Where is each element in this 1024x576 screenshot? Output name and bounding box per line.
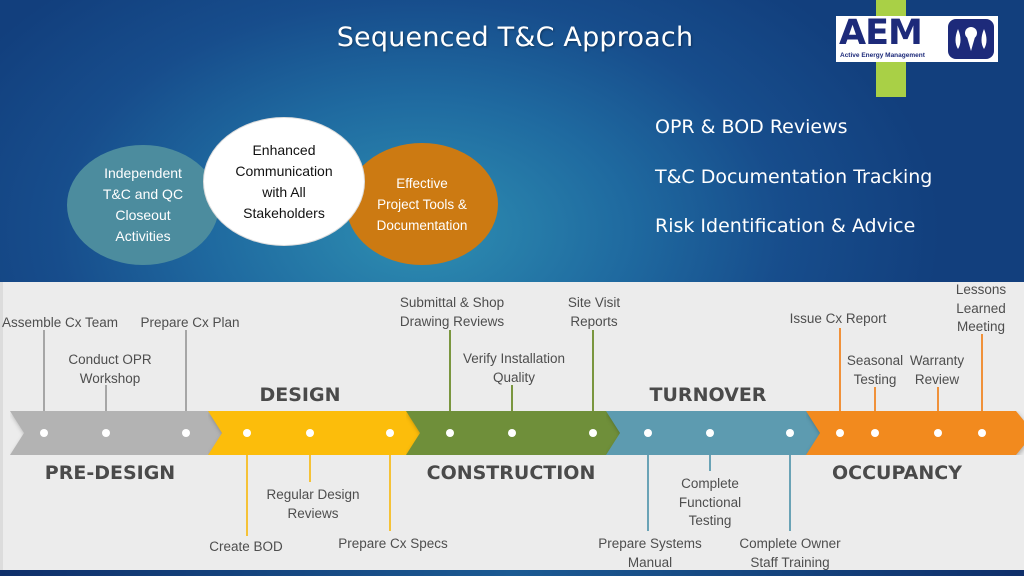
circle-label: Independent T&C and QC Closeout Activiti…: [102, 165, 184, 244]
energy-drops-icon: [948, 19, 994, 59]
milestone-connector: [937, 387, 939, 411]
milestone-connector: [449, 330, 451, 411]
milestone-dot: [786, 429, 794, 437]
milestone-connector: [592, 330, 594, 411]
circle-label: Effective Project Tools & Documentation: [376, 175, 468, 233]
phase-label: DESIGN: [259, 384, 341, 406]
milestone-label: Create BOD: [209, 539, 283, 554]
service-item: OPR & BOD Reviews: [655, 116, 848, 138]
milestone-connector: [789, 455, 791, 531]
milestone-connector: [246, 455, 248, 536]
milestone-label: Complete Owner Staff Training: [739, 536, 841, 570]
service-item: Risk Identification & Advice: [655, 215, 916, 237]
milestone-dot: [182, 429, 190, 437]
circle-communication: Enhanced Communication with All Stakehol…: [203, 117, 365, 246]
milestone-label: Seasonal Testing: [846, 353, 904, 387]
milestone-label: Verify Installation Quality: [462, 351, 566, 385]
milestone-dot: [386, 429, 394, 437]
phase-label: TURNOVER: [649, 384, 767, 406]
milestone-connector: [43, 330, 45, 411]
milestone-connector: [647, 455, 649, 531]
milestone-label: Prepare Cx Specs: [338, 536, 448, 551]
phase-arrow-pre-design: [10, 411, 238, 455]
milestone-connector: [389, 455, 391, 531]
milestone-label: Complete Functional Testing: [678, 476, 742, 528]
milestone-dot: [102, 429, 110, 437]
milestone-connector: [874, 387, 876, 411]
milestone-label: Warranty Review: [909, 353, 965, 387]
logo: AEM Active Energy Management: [836, 13, 998, 62]
service-item: T&C Documentation Tracking: [655, 165, 933, 188]
footer-bar: [0, 570, 1024, 576]
milestone-label: Regular Design Reviews: [266, 487, 360, 521]
milestone-dot: [40, 429, 48, 437]
milestone-dot: [644, 429, 652, 437]
phase-arrow-occupancy: [806, 411, 1024, 455]
milestone-connector: [105, 385, 107, 411]
phase-label: OCCUPANCY: [832, 462, 962, 484]
milestone-dot: [589, 429, 597, 437]
logo-subtitle: Active Energy Management: [840, 52, 925, 59]
milestone-label: Prepare Systems Manual: [598, 536, 702, 570]
milestone-dot: [871, 429, 879, 437]
milestone-label: Prepare Cx Plan: [140, 315, 240, 330]
milestone-label: Conduct OPR Workshop: [68, 352, 152, 386]
milestone-connector: [309, 455, 311, 482]
phase-label: CONSTRUCTION: [426, 462, 596, 484]
phase-arrow-turnover: [606, 411, 836, 455]
milestone-connector: [709, 455, 711, 471]
milestone-label: Submittal & Shop Drawing Reviews: [399, 295, 505, 329]
milestone-label: Site Visit Reports: [567, 295, 621, 329]
milestone-label: Lessons Learned Meeting: [955, 282, 1007, 334]
milestone-dot: [508, 429, 516, 437]
milestone-connector: [511, 385, 513, 411]
service-list: OPR & BOD Reviews T&C Documentation Trac…: [655, 116, 932, 265]
circle-label: Enhanced Communication with All Stakehol…: [235, 141, 333, 221]
milestone-dot: [978, 429, 986, 437]
milestone-dot: [706, 429, 714, 437]
milestone-dot: [934, 429, 942, 437]
phase-label: PRE-DESIGN: [44, 462, 176, 484]
milestone-dot: [306, 429, 314, 437]
milestone-connector: [839, 328, 841, 411]
milestone-dot: [836, 429, 844, 437]
milestone-dot: [243, 429, 251, 437]
page-title: Sequenced T&C Approach: [336, 22, 694, 53]
phase-arrow-construction: [406, 411, 636, 455]
circle-project-tools: Effective Project Tools & Documentation: [346, 143, 498, 265]
milestone-label: Issue Cx Report: [789, 311, 887, 326]
milestone-connector: [185, 330, 187, 411]
milestone-connector: [981, 334, 983, 411]
phase-arrow-design: [208, 411, 436, 455]
milestone-label: Assemble Cx Team: [1, 315, 119, 330]
logo-wordmark: AEM: [839, 13, 923, 53]
milestone-dot: [446, 429, 454, 437]
circle-independent-tc: Independent T&C and QC Closeout Activiti…: [67, 145, 219, 265]
